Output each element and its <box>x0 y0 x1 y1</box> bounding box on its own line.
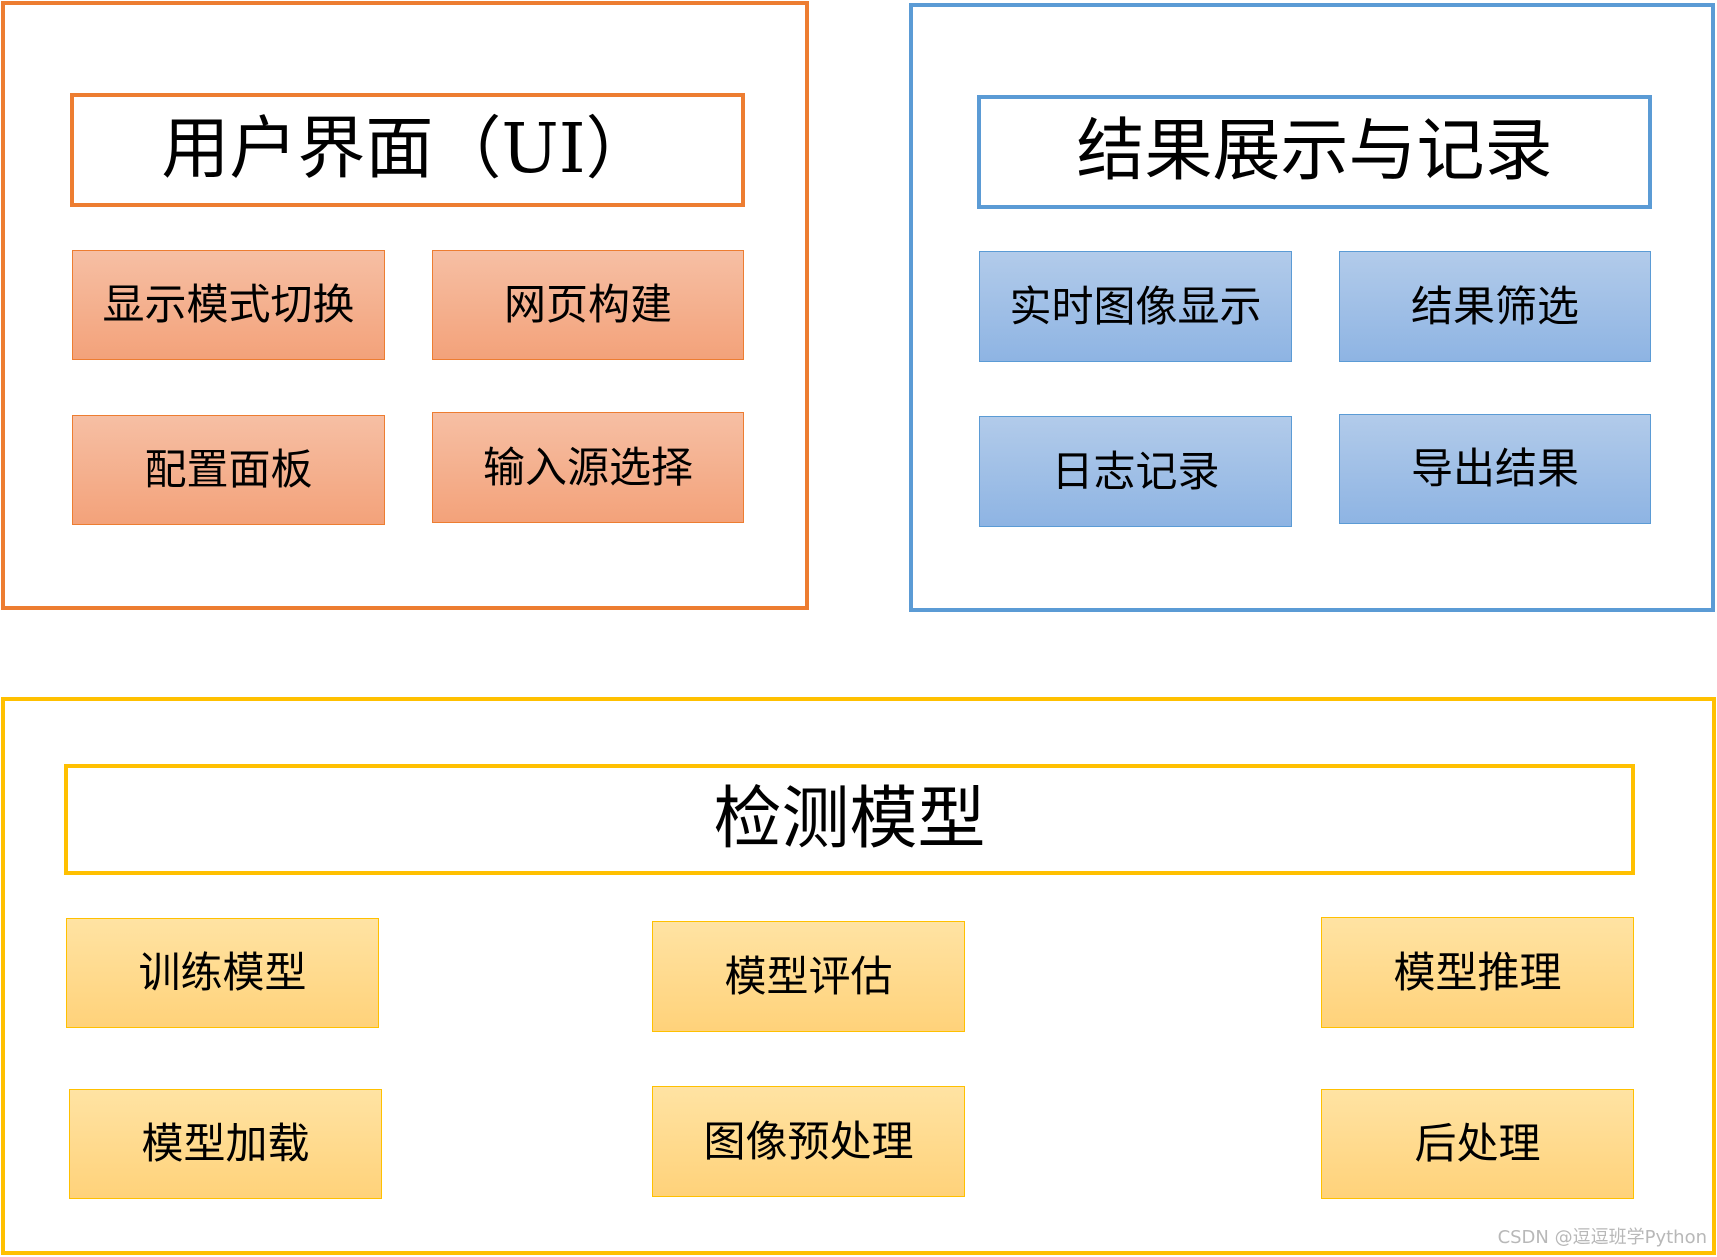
ui-item-display-mode-switch: 显示模式切换 <box>72 250 385 360</box>
detection-item-preprocess: 图像预处理 <box>652 1086 965 1197</box>
watermark-text: CSDN @逗逗班学Python <box>1497 1227 1707 1248</box>
result-item-export: 导出结果 <box>1339 414 1651 524</box>
ui-group-frame <box>1 1 809 610</box>
ui-item-config-panel: 配置面板 <box>72 415 385 525</box>
ui-item-web-build: 网页构建 <box>432 250 744 360</box>
result-item-log: 日志记录 <box>979 416 1292 527</box>
detection-item-inference: 模型推理 <box>1321 917 1634 1028</box>
detection-item-train: 训练模型 <box>66 918 379 1028</box>
detection-group-frame <box>1 697 1716 1255</box>
detection-item-load: 模型加载 <box>69 1089 382 1199</box>
detection-item-evaluate: 模型评估 <box>652 921 965 1032</box>
detection-group-title: 检测模型 <box>64 764 1635 875</box>
result-group-frame <box>909 3 1715 612</box>
result-item-realtime-display: 实时图像显示 <box>979 251 1292 362</box>
detection-item-postprocess: 后处理 <box>1321 1089 1634 1199</box>
result-item-filter: 结果筛选 <box>1339 251 1651 362</box>
ui-group-title: 用户界面（UI） <box>70 93 745 207</box>
ui-item-input-source: 输入源选择 <box>432 412 744 523</box>
result-group-title: 结果展示与记录 <box>977 95 1652 209</box>
